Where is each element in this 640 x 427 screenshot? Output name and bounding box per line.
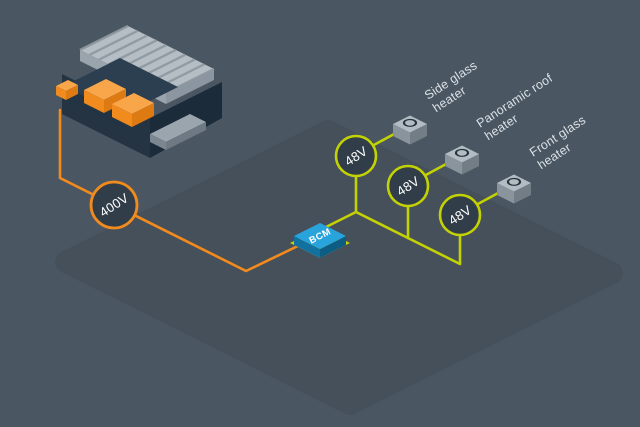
battery-plate-top: [150, 114, 206, 142]
bcm-module: BCM: [290, 223, 350, 258]
wire-48v-branch-3-device: [474, 190, 502, 207]
heater-coil-icon: [454, 148, 470, 157]
heater-device-2: [445, 145, 479, 175]
floor-platform: [55, 120, 623, 415]
battery-connector-side: [66, 85, 78, 100]
battery-pack-illustration: [56, 24, 222, 158]
heater-3-right-face: [514, 183, 531, 204]
battery-module-1-top: [84, 79, 126, 100]
battery-module-2-side: [132, 103, 154, 127]
node-48v-2: 48V: [386, 164, 430, 208]
bcm-top-face: [294, 223, 346, 249]
heater-1-right-face: [410, 124, 427, 145]
node-48v-3: 48V: [438, 193, 482, 237]
wire-48v-branch-3: [406, 233, 462, 266]
battery-cover-ribs: [79, 24, 215, 95]
battery-module-2-top: [112, 93, 154, 114]
wire-400v: [58, 108, 304, 273]
battery-plate-side: [166, 122, 206, 150]
battery-cover-right-edge: [166, 69, 214, 104]
node-48v-2-circle: [386, 164, 430, 208]
battery-connector-top: [56, 80, 78, 91]
node-400v-circle: [89, 180, 139, 230]
heater-2-left-face: [445, 154, 462, 175]
heater-device-1: [393, 115, 427, 145]
wire-48v-branch-2-device: [422, 161, 450, 178]
heater-2-right-face: [462, 154, 479, 175]
heater-3-left-face: [497, 183, 514, 204]
bcm-right-face: [320, 236, 346, 258]
heater-device-3: [497, 174, 531, 204]
battery-plate-front: [150, 134, 166, 150]
node-400v: 400V: [89, 180, 139, 230]
battery-module-2-front: [112, 104, 132, 127]
battery-connector-front: [56, 86, 66, 100]
battery-module-1-side: [104, 89, 126, 113]
heater-coil-icon: [402, 118, 418, 127]
heater-1-top-face: [393, 115, 427, 133]
node-48v-1-circle: [334, 134, 378, 178]
node-48v-1: 48V: [334, 134, 378, 178]
heater-1-left-face: [393, 124, 410, 145]
wire-48v-group: [322, 131, 502, 266]
node-48v-3-circle: [438, 193, 482, 237]
battery-module-1-front: [84, 90, 104, 113]
bcm-left-face: [294, 236, 320, 258]
heater-2-top-face: [445, 145, 479, 163]
heater-coil-icon: [506, 177, 522, 186]
wire-48v-branch-1-device: [370, 131, 398, 148]
heater-3-top-face: [497, 174, 531, 192]
